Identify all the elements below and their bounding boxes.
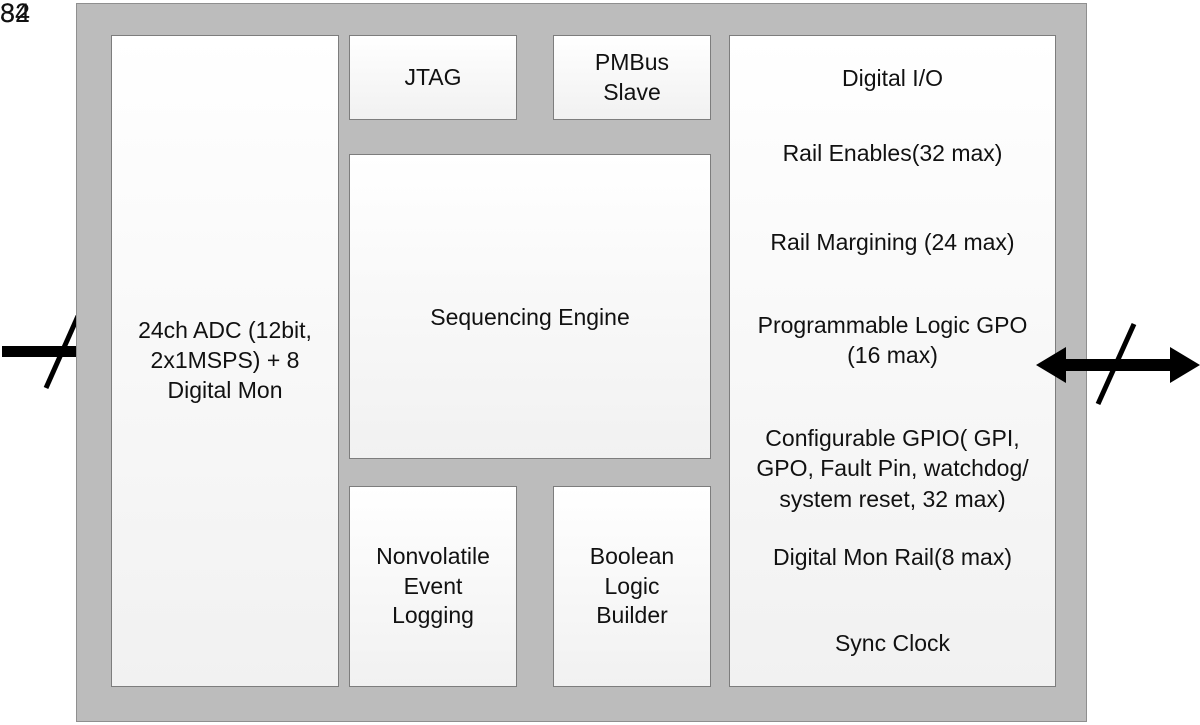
- digital-io-title: Digital I/O: [842, 65, 943, 91]
- block-pmbus-slave-label: PMBus Slave: [594, 48, 670, 105]
- digital-io-item-sync-clock: Sync Clock: [834, 630, 951, 657]
- block-jtag-label: JTAG: [404, 63, 462, 90]
- digital-io-item-digital-mon-rail: Digital Mon Rail(8 max): [772, 543, 1012, 570]
- block-adc[interactable]: 24ch ADC (12bit, 2x1MSPS) + 8 Digital Mo…: [111, 35, 339, 687]
- output-bus-arrow: [1036, 322, 1200, 406]
- block-sequencing-engine[interactable]: Sequencing Engine: [349, 154, 711, 459]
- block-boolean-logic-builder-label: Boolean Logic Builder: [589, 542, 675, 629]
- block-pmbus-slave[interactable]: PMBus Slave: [553, 35, 711, 120]
- output-bus-width-label: 84: [0, 0, 31, 28]
- block-digital-io[interactable]: Digital I/O Rail Enables(32 max) Rail Ma…: [729, 35, 1056, 687]
- block-nonvolatile-event-logging-label: Nonvolatile Event Logging: [376, 542, 490, 629]
- block-boolean-logic-builder[interactable]: Boolean Logic Builder: [553, 486, 711, 687]
- block-adc-label: 24ch ADC (12bit, 2x1MSPS) + 8 Digital Mo…: [138, 317, 312, 403]
- digital-io-item-programmable-logic-gpo: Programmable Logic GPO (16 max): [757, 312, 1028, 369]
- digital-io-item-rail-margining: Rail Margining (24 max): [770, 228, 1015, 255]
- digital-io-item-configurable-gpio: Configurable GPIO( GPI, GPO, Fault Pin, …: [756, 424, 1029, 512]
- digital-io-item-rail-enables: Rail Enables(32 max): [782, 140, 1003, 167]
- block-jtag[interactable]: JTAG: [349, 35, 517, 120]
- block-nonvolatile-event-logging[interactable]: Nonvolatile Event Logging: [349, 486, 517, 687]
- input-bus-width-label: 32: [0, 0, 31, 28]
- block-sequencing-engine-label: Sequencing Engine: [430, 304, 630, 330]
- chip-outline: 24ch ADC (12bit, 2x1MSPS) + 8 Digital Mo…: [76, 3, 1087, 722]
